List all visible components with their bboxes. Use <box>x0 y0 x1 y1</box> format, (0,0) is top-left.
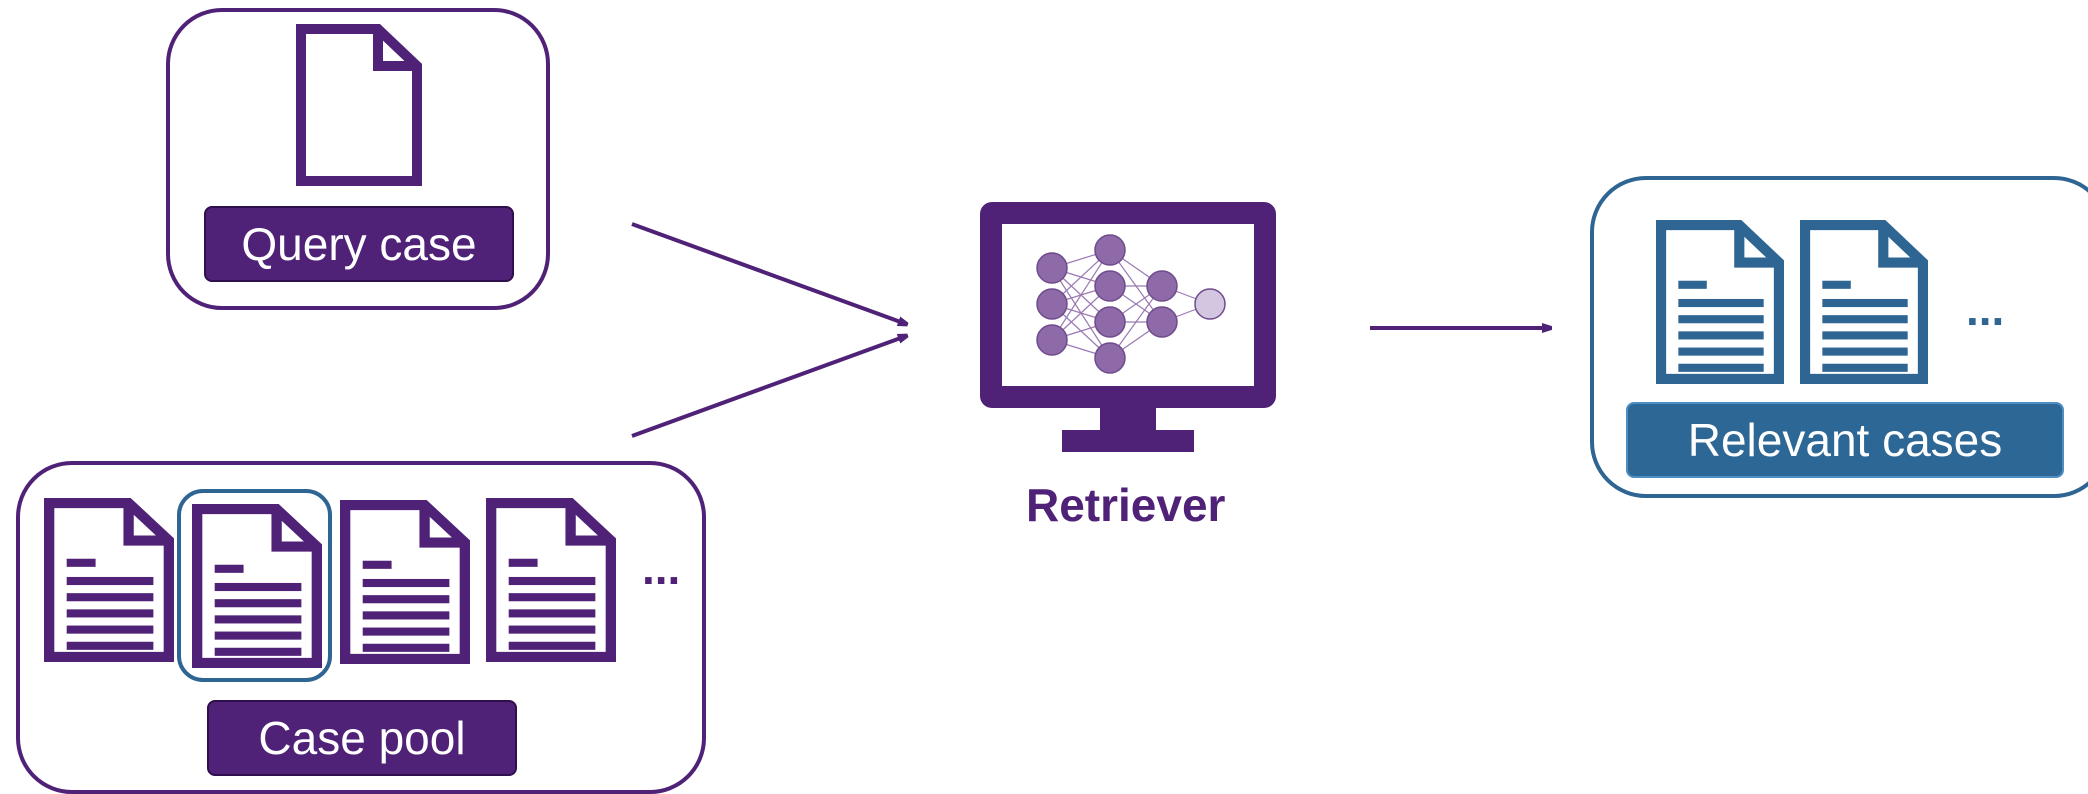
document-text-icon <box>44 498 174 662</box>
retriever-label: Retriever <box>1026 479 1226 531</box>
arrow-icon <box>631 336 906 438</box>
document-text-icon <box>486 498 616 662</box>
document-blank-icon <box>296 24 422 186</box>
nn-node <box>1036 324 1068 356</box>
document-text-icon <box>1800 220 1928 384</box>
nn-node <box>1194 288 1226 320</box>
nn-node <box>1146 306 1178 338</box>
query-case-label: Query case <box>204 206 514 282</box>
document-text-icon <box>340 500 470 664</box>
case-pool-more: ... <box>642 542 681 594</box>
document-text-icon <box>192 504 322 668</box>
nn-edge <box>1051 249 1111 341</box>
nn-node <box>1094 234 1126 266</box>
arrow-icon <box>631 222 906 324</box>
nn-node <box>1036 252 1068 284</box>
case-pool-label: Case pool <box>207 700 517 776</box>
nn-node <box>1094 342 1126 374</box>
selected-case-highlight <box>177 489 332 682</box>
relevant-cases-label: Relevant cases <box>1626 402 2064 478</box>
relevant-cases-more: ... <box>1966 283 2005 335</box>
nn-node <box>1146 270 1178 302</box>
nn-node <box>1094 270 1126 302</box>
document-text-icon <box>1656 220 1784 384</box>
neural-network-icon <box>1036 234 1226 374</box>
nn-node <box>1036 288 1068 320</box>
nn-node <box>1094 306 1126 338</box>
